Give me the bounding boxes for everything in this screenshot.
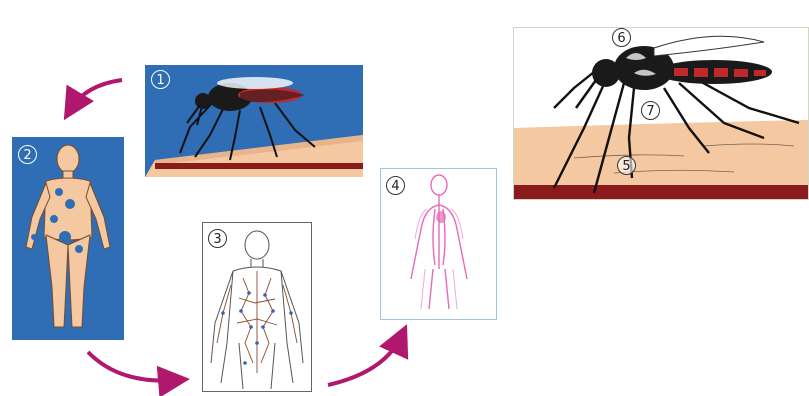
- arrow-1-to-2: [70, 80, 122, 110]
- part-5-label: 5: [617, 156, 636, 175]
- step-1-label: 1: [151, 70, 170, 89]
- step-2-label: 2: [18, 145, 37, 164]
- step-4-label: 4: [386, 176, 405, 195]
- panel-2-infected-human: 2: [12, 137, 124, 340]
- panel-4-circulatory-system: 4: [380, 168, 497, 320]
- arrow-3-to-4: [328, 335, 402, 385]
- part-7-label: 7: [641, 101, 660, 120]
- panel-mosquito-closeup: 6 7 5: [513, 27, 809, 200]
- arrow-2-to-3: [88, 352, 178, 381]
- part-6-label: 6: [612, 28, 631, 47]
- panel-3-lymphatic-system: 3: [202, 222, 312, 392]
- mosquito-biting-icon: [145, 65, 363, 177]
- step-3-label: 3: [208, 229, 227, 248]
- panel-1-mosquito-bite: 1: [145, 65, 363, 177]
- infected-human-icon: [12, 137, 124, 340]
- mosquito-closeup-icon: [514, 28, 809, 200]
